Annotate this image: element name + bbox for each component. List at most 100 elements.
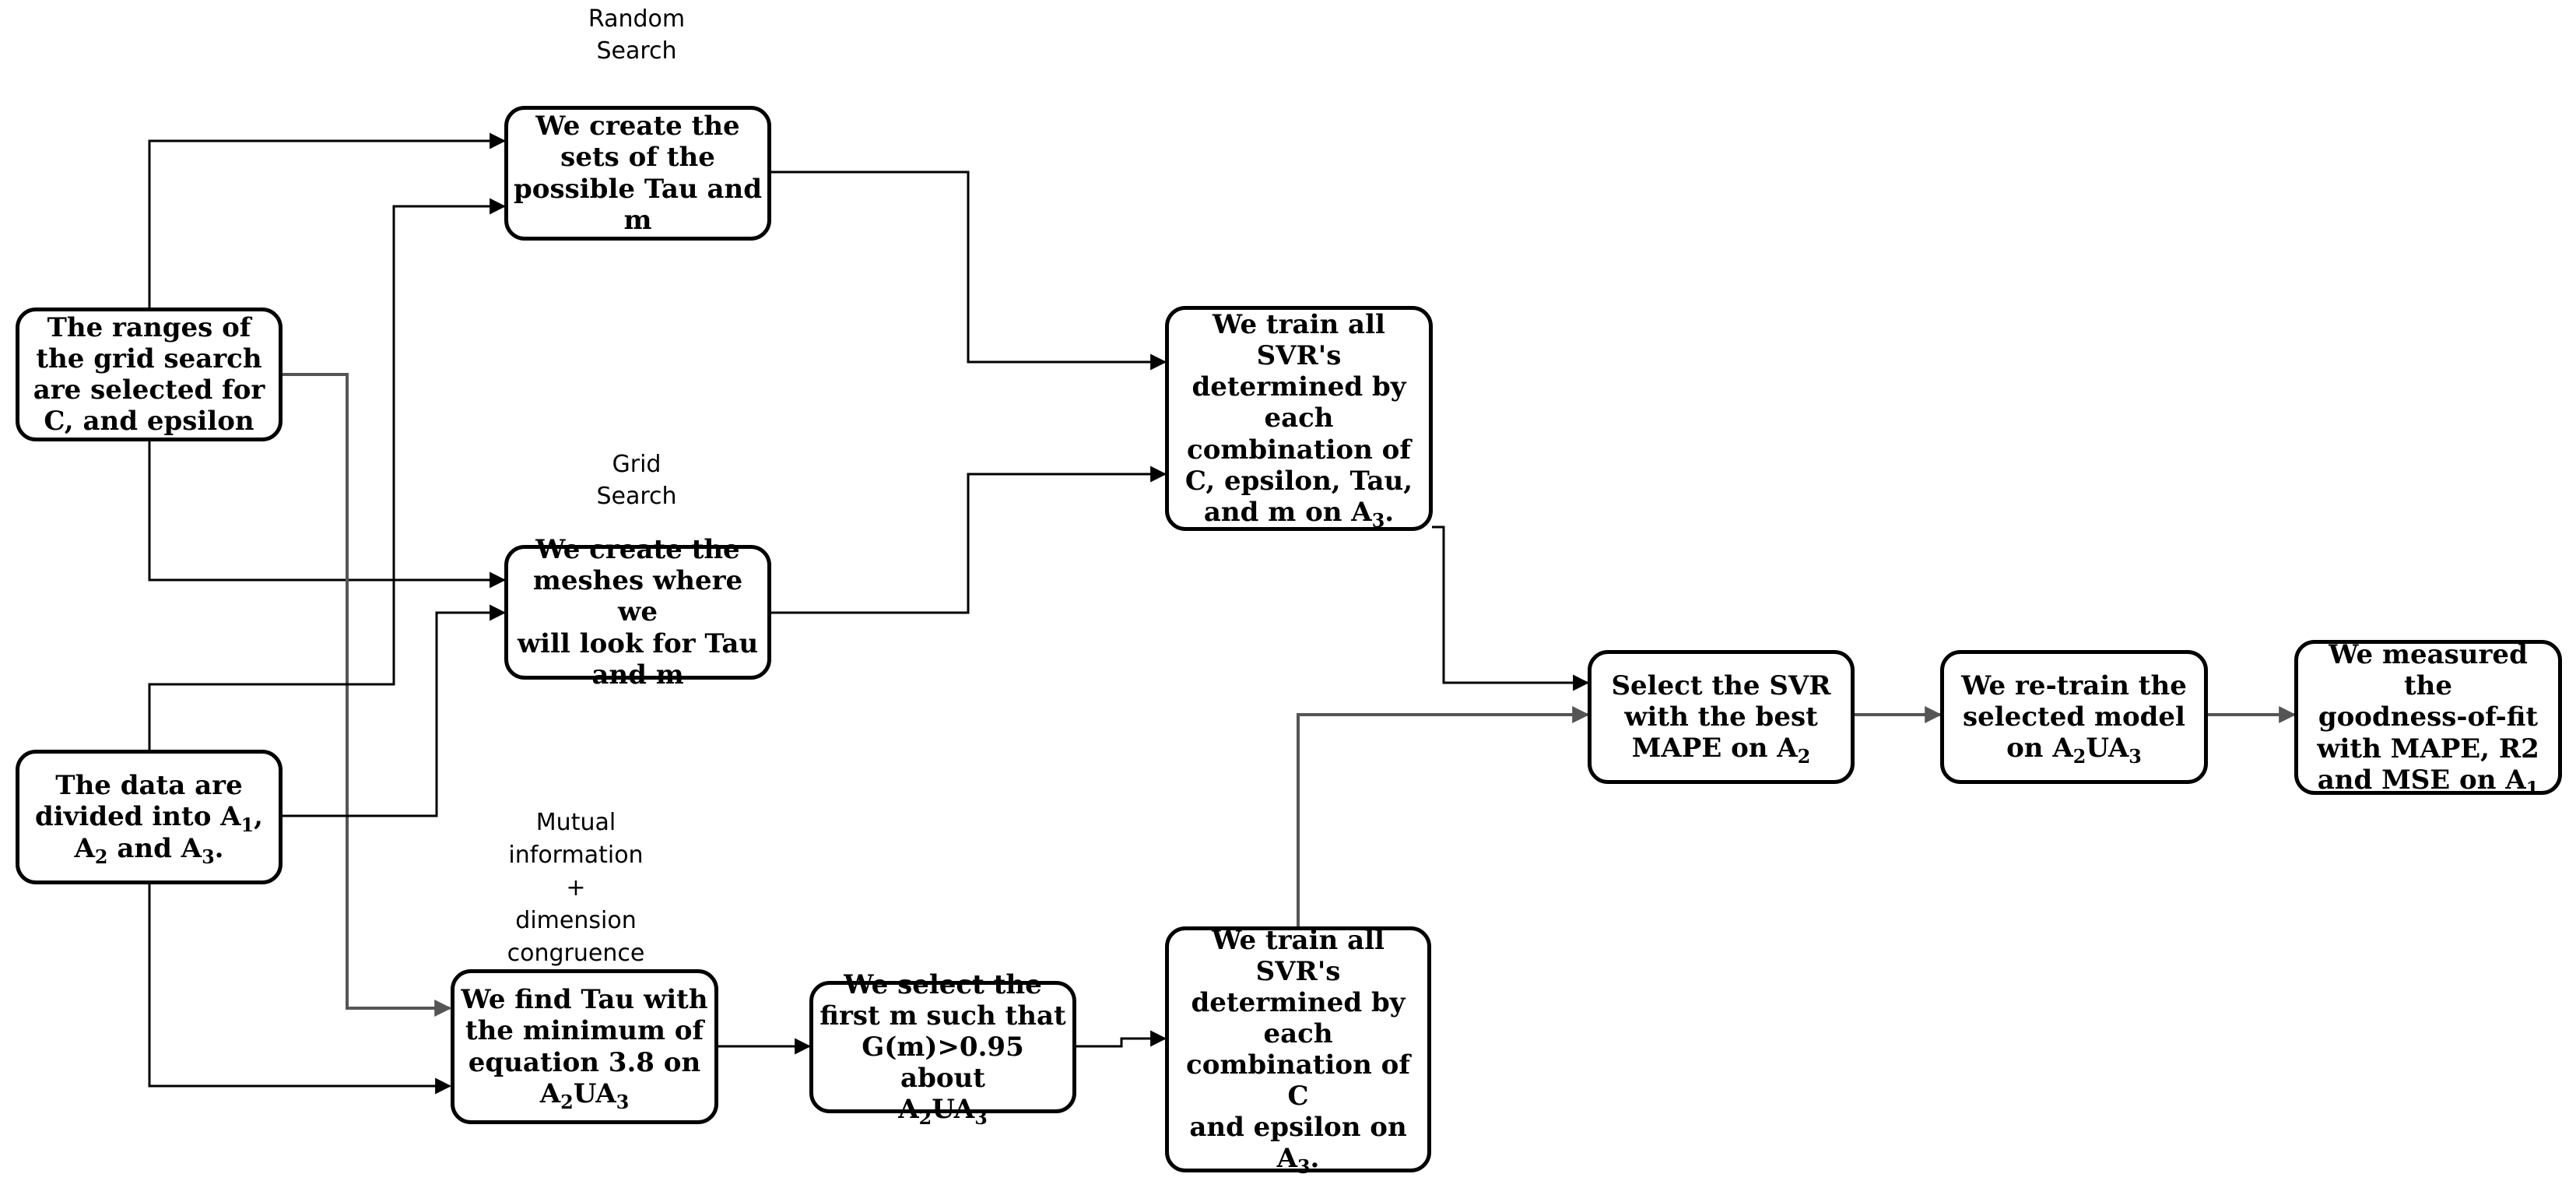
node-line: the grid search	[33, 343, 265, 374]
arrow-grid-meshes-to-train-top	[770, 466, 1167, 614]
arrow-train-bottom-to-select-best	[1297, 706, 1590, 926]
node-subscript: 3	[2129, 745, 2142, 768]
node-text-segment: determined by	[1191, 371, 1406, 403]
node-line: The data are	[35, 770, 263, 801]
caption-line: Random	[588, 5, 686, 33]
node-line: A2UA3	[818, 1094, 1068, 1127]
caption-line: +	[566, 874, 586, 902]
node-text-segment: and m on A	[1203, 496, 1372, 528]
node-text-segment: We create the	[535, 534, 740, 566]
node-line: The ranges of	[33, 312, 265, 343]
node-subscript: 1	[240, 814, 254, 837]
node-text-segment: We find Tau with	[461, 984, 708, 1016]
node-text-segment: and MSE on A	[2317, 764, 2526, 796]
node-text-segment: each	[1264, 402, 1334, 434]
node-text-segment: We train all	[1212, 924, 1385, 956]
caption-line: Grid	[612, 451, 662, 478]
node-line: A2UA3	[461, 1077, 707, 1113]
node-text-segment: determined by	[1191, 986, 1406, 1018]
node-line: C, epsilon, Tau,	[1185, 466, 1413, 497]
arrow-ranges-to-random-sets	[148, 132, 507, 310]
node-text-segment: goodness-of-fit	[2318, 701, 2539, 733]
node-subscript: 2	[94, 845, 108, 868]
node-text-segment: selected model	[1963, 701, 2185, 733]
node-text-segment: We re-train the	[1961, 670, 2187, 701]
node-text-segment: possible Tau and	[514, 173, 762, 205]
node-subscript: 2	[560, 1091, 574, 1113]
caption-line: Search	[596, 37, 677, 65]
node-line: selected model	[1961, 701, 2187, 733]
arrow-data-to-grid-meshes	[282, 604, 507, 817]
node-text-segment: We select the	[844, 968, 1042, 1000]
node-line: each	[1185, 402, 1413, 434]
node-line: are selected for	[33, 374, 265, 406]
node-line: We measured the	[2303, 639, 2553, 701]
node-text-segment: and A	[107, 832, 202, 864]
node-text-segment: SVR's	[1256, 340, 1342, 372]
node-text-segment: The ranges of	[47, 311, 251, 343]
node-text-segment: first m such that	[819, 1000, 1066, 1032]
node-text-segment: C, epsilon, Tau,	[1184, 465, 1413, 497]
node-text-segment: UA	[2086, 733, 2129, 764]
node-line: m	[514, 205, 762, 236]
node-line: MAPE on A2	[1611, 733, 1830, 766]
node-text-segment: We create the	[535, 111, 740, 142]
node-text-segment: .	[1385, 496, 1395, 528]
node-text-segment: are selected for	[33, 374, 265, 406]
node-line: will look for Tau	[513, 628, 763, 659]
node-text-segment: sets of the	[560, 142, 715, 174]
node-text-segment: We measured the	[2329, 639, 2528, 702]
node-line: and MSE on A1	[2303, 764, 2553, 800]
caption-line: information	[508, 842, 644, 869]
node-line: possible Tau and	[514, 174, 762, 205]
node-text-segment: A	[1276, 1143, 1297, 1175]
node-line: We create the	[514, 111, 762, 142]
caption-line: congruence	[507, 940, 645, 967]
node-line: and m	[513, 659, 763, 691]
node-line: first m such that	[818, 1000, 1068, 1032]
node-line: C, and epsilon	[33, 406, 265, 437]
node-line: G(m)>0.95 about	[818, 1032, 1068, 1094]
node-line: We select the	[818, 969, 1068, 1000]
node-line: combination of	[1185, 434, 1413, 466]
arrow-random-sets-to-train-top	[770, 170, 1167, 371]
node-text-segment: The data are	[55, 770, 243, 802]
node-text-segment: We train all	[1213, 309, 1385, 341]
node-text-segment: A	[539, 1077, 561, 1109]
node-line: combination of C	[1174, 1049, 1423, 1112]
arrow-data-to-random-sets	[148, 198, 507, 754]
node-line: determined by	[1185, 371, 1413, 402]
node-line: We train all	[1185, 309, 1413, 340]
node-line: We find Tau with	[461, 984, 707, 1015]
node-subscript: 1	[2525, 777, 2539, 800]
node-text-segment: Select the SVR	[1611, 670, 1831, 701]
node-line: A3.	[1174, 1143, 1423, 1176]
node-text-segment: .	[214, 832, 224, 864]
node-text-segment: UA	[573, 1077, 616, 1109]
node-line: each	[1174, 1018, 1423, 1049]
node-line: on A2UA3	[1961, 733, 2187, 766]
node-subscript: 3	[1371, 509, 1385, 532]
arrow-ranges-to-find-tau	[282, 373, 452, 1017]
node-line: SVR's	[1174, 956, 1423, 987]
node-subscript: 2	[918, 1106, 932, 1129]
